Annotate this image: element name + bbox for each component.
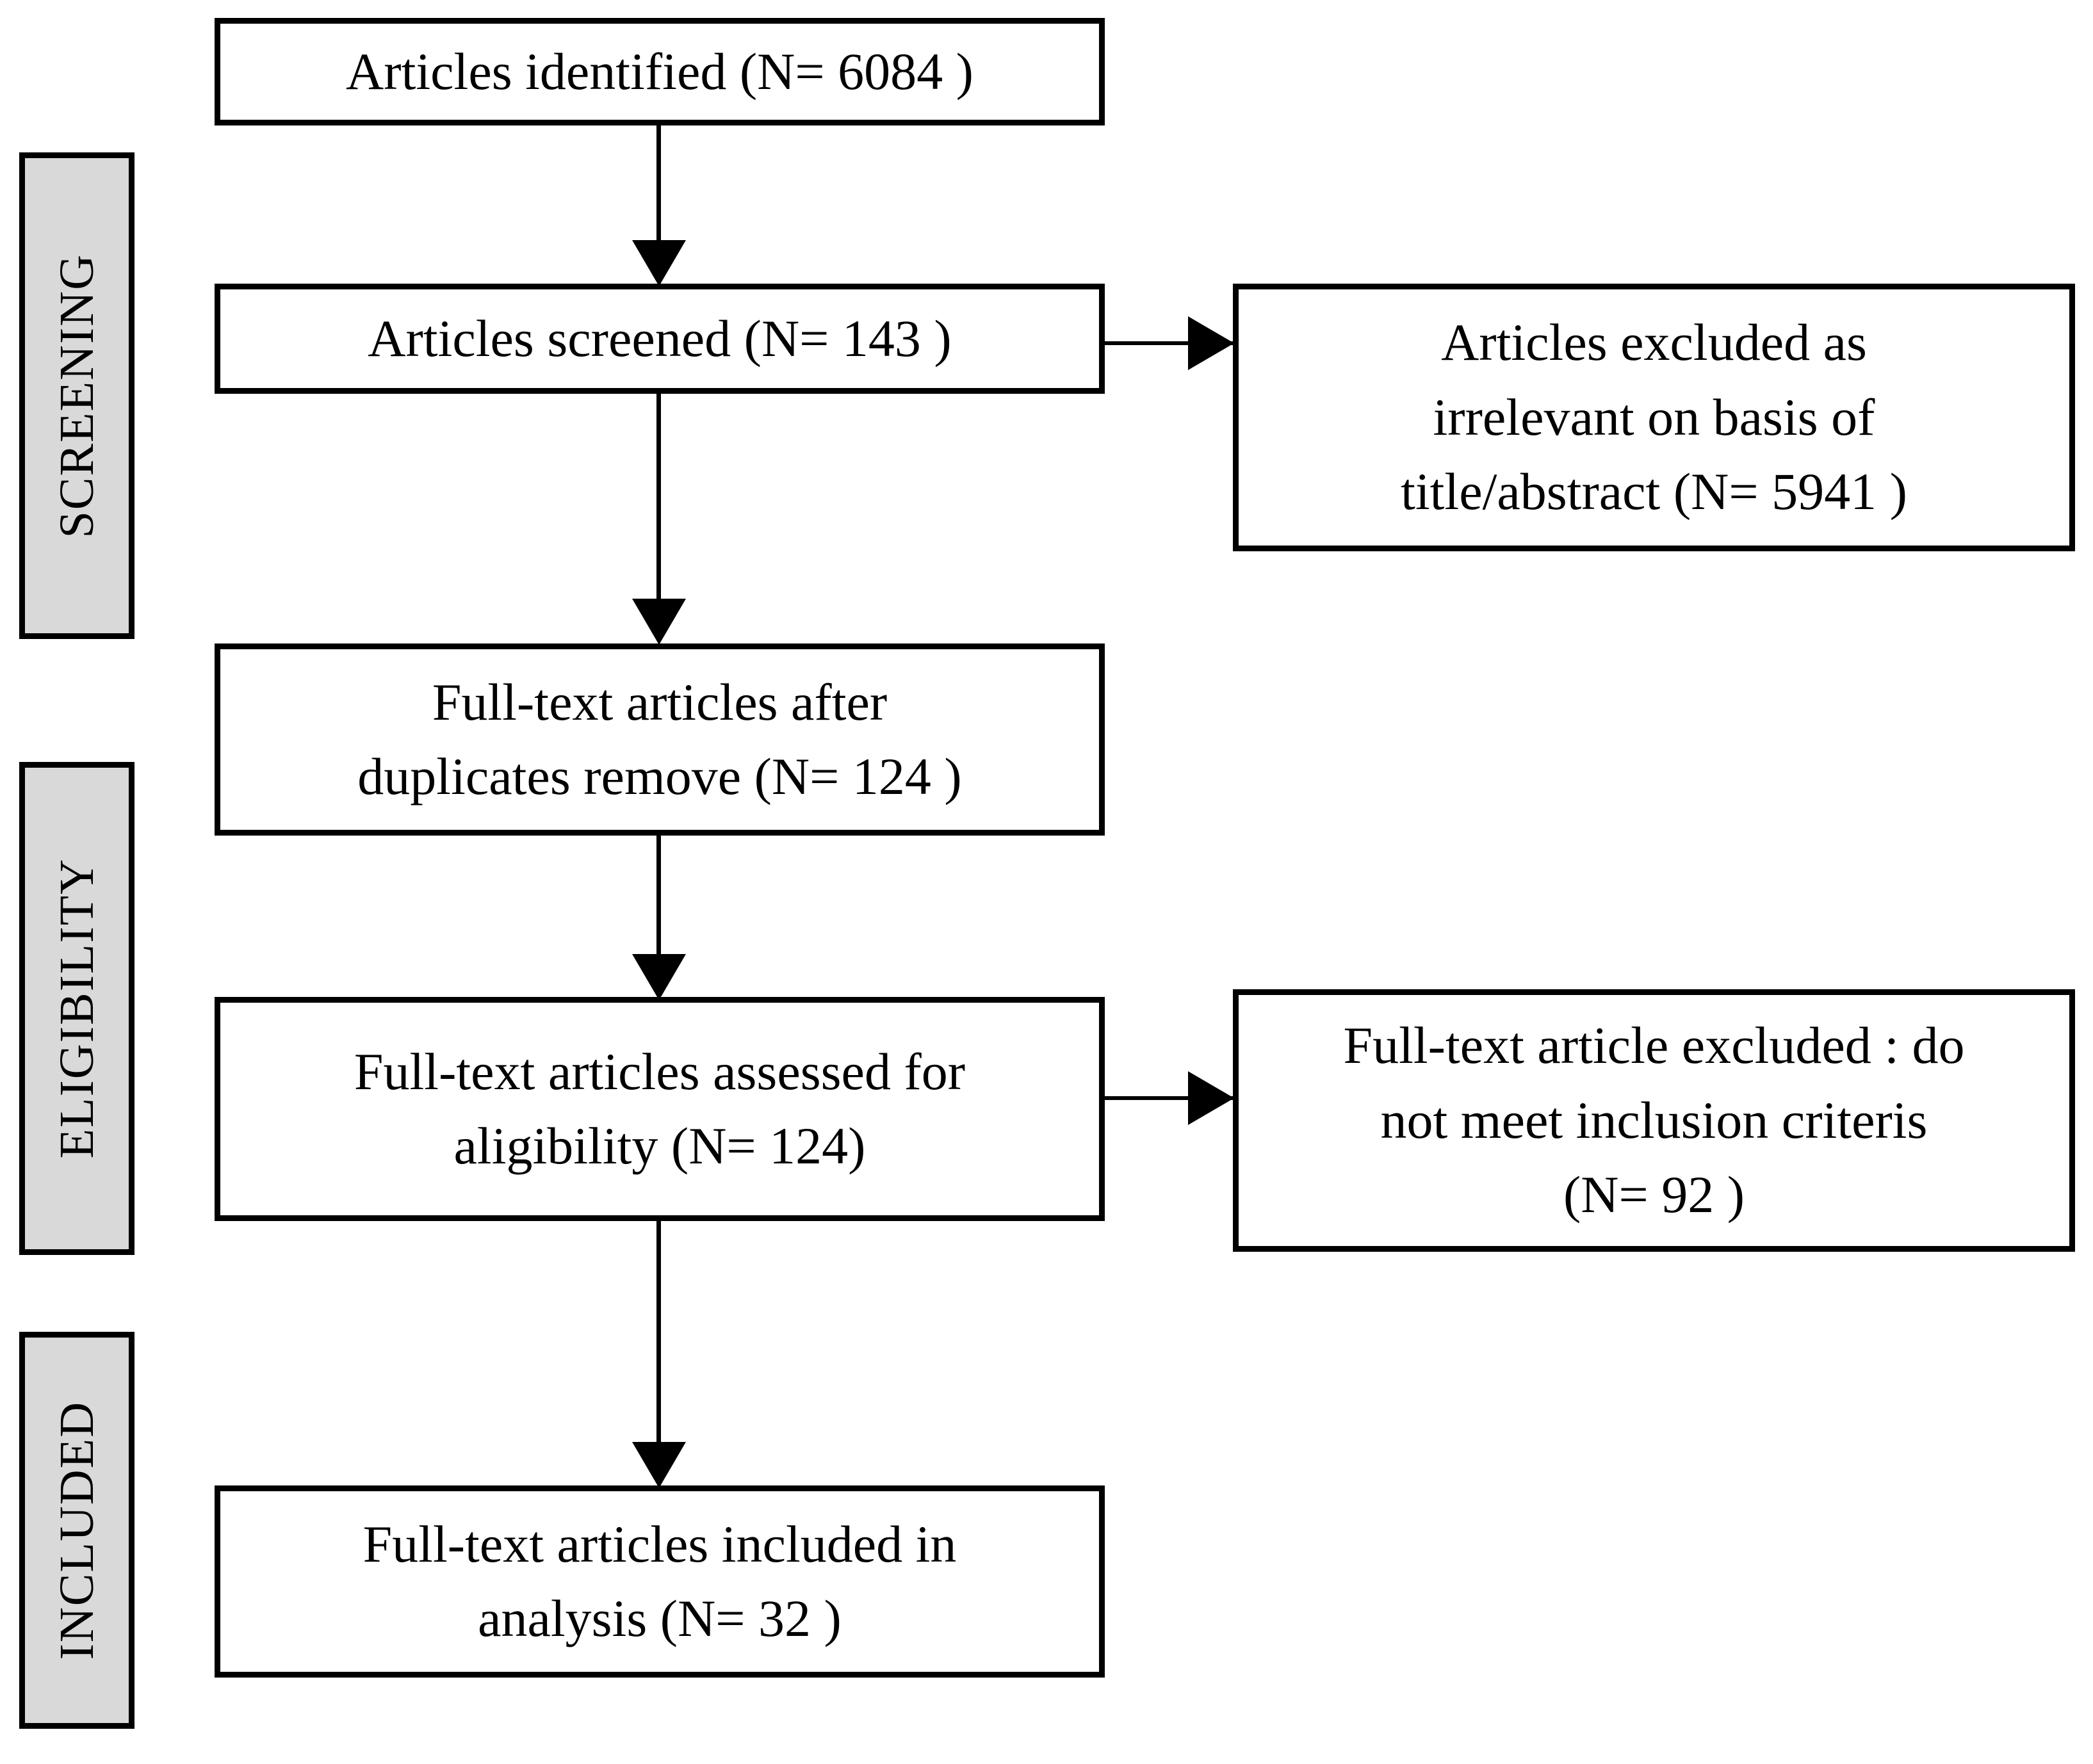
flow-box-articles-screened: Articles screened (N= 143 ) [215, 284, 1105, 394]
flow-box-excluded-title-abstract-text: Articles excluded as irrelevant on basis… [1401, 313, 1907, 521]
flow-box-after-duplicates: Full-text articles after duplicates remo… [215, 643, 1105, 836]
connector-screened-to-excluded [1105, 341, 1233, 345]
flow-box-articles-screened-text: Articles screened (N= 143 ) [368, 309, 952, 368]
flow-box-articles-identified: Articles identified (N= 6084 ) [215, 18, 1105, 125]
connector-assessed-to-excluded-criteria [1105, 1096, 1233, 1100]
stage-chip-screening: SCREENING [19, 152, 134, 639]
flow-box-after-duplicates-text: Full-text articles after duplicates remo… [357, 672, 962, 805]
connector-assessed-to-included [656, 1221, 661, 1477]
stage-label-included: INCLUDED [50, 1400, 104, 1660]
arrowhead-assessed-to-included [632, 1442, 686, 1488]
flow-box-included-analysis: Full-text articles included in analysis … [215, 1485, 1105, 1678]
connector-identified-to-screened [656, 125, 661, 247]
flow-box-assessed-eligibility: Full-text articles assessed for aligibil… [215, 997, 1105, 1221]
connector-screened-to-duplicates [656, 394, 661, 609]
arrowhead-identified-to-screened [632, 240, 686, 286]
stage-chip-eligibility: ELIGIBILITY [19, 762, 134, 1255]
flow-box-included-analysis-text: Full-text articles included in analysis … [362, 1514, 957, 1647]
flow-box-excluded-criteria: Full-text article excluded : do not meet… [1233, 989, 2075, 1252]
arrowhead-duplicates-to-assessed [632, 954, 686, 1000]
stage-label-screening: SCREENING [50, 253, 104, 538]
flow-box-excluded-title-abstract: Articles excluded as irrelevant on basis… [1233, 284, 2075, 551]
flow-box-excluded-criteria-text: Full-text article excluded : do not meet… [1343, 1016, 1965, 1224]
stage-chip-included: INCLUDED [19, 1332, 134, 1729]
connector-duplicates-to-assessed [656, 836, 661, 989]
stage-label-eligibility: ELIGIBILITY [50, 858, 104, 1159]
flow-box-assessed-eligibility-text: Full-text articles assessed for aligibil… [354, 1042, 966, 1175]
flow-box-articles-identified-text: Articles identified (N= 6084 ) [346, 42, 973, 101]
arrowhead-screened-to-excluded [1188, 316, 1234, 370]
arrowhead-assessed-to-excluded-criteria [1188, 1071, 1234, 1125]
arrowhead-screened-to-duplicates [632, 599, 686, 645]
